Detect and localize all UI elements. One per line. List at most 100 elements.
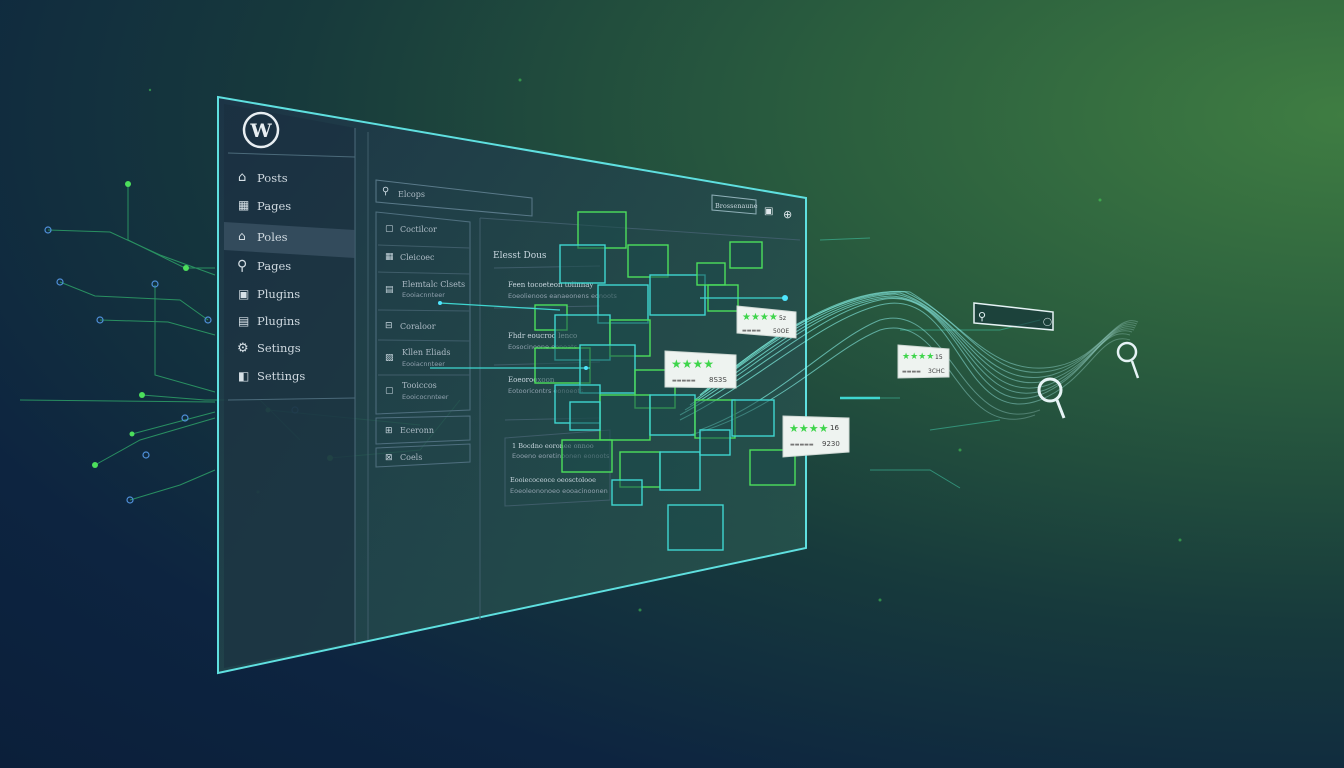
list-item[interactable]: Eoeorooxoon Eotooricontrs eonoeots xyxy=(508,376,584,395)
list-item[interactable]: Fhdr eoucroo lenco Eosocinoone eonoats xyxy=(508,332,578,351)
submenu-item[interactable]: ▢ Coctilcor xyxy=(385,224,437,234)
submenu-item[interactable]: ▢ Tooiccos Eooicocnnteer xyxy=(385,381,449,401)
svg-text:Elemtalc Clsets: Elemtalc Clsets xyxy=(402,280,465,289)
svg-text:Eotooricontrs eonoeots: Eotooricontrs eonoeots xyxy=(508,387,584,395)
magnifier-icon xyxy=(1037,377,1066,419)
svg-text:▬▬▬▬▬: ▬▬▬▬▬ xyxy=(790,442,814,448)
review-card[interactable]: ★★★★ 5z 50OE ▬▬▬▬ xyxy=(736,305,797,339)
search-icon: ⚲ xyxy=(978,310,986,323)
floating-search-bar[interactable]: ⚲ ◯ xyxy=(973,302,1054,331)
sidebar-item-label: Pages xyxy=(257,199,291,213)
svg-text:Eosocinoone eonoats: Eosocinoone eonoats xyxy=(508,343,578,351)
svg-text:Tooiccos: Tooiccos xyxy=(402,381,437,390)
star-rating: ★★★★ xyxy=(902,352,934,362)
sidebar-item-pages[interactable]: ▦ Pages xyxy=(238,198,291,213)
tag-icon: ⊠ xyxy=(385,453,393,463)
plugin-icon: ▣ xyxy=(238,287,249,301)
lock-icon[interactable]: ▣ xyxy=(764,206,773,217)
wordpress-small-icon[interactable]: ⊕ xyxy=(783,208,792,221)
svg-text:Coraloor: Coraloor xyxy=(400,322,436,331)
sidebar-item-label: Pages xyxy=(257,259,291,273)
sidebar-item-posts[interactable]: ⌂ Posts xyxy=(238,170,288,185)
svg-text:▬▬▬▬▬: ▬▬▬▬▬ xyxy=(672,378,696,384)
list-item[interactable]: Eooiecoceoce oeosctolooe Eoeoleononoeo e… xyxy=(510,476,608,495)
image-icon: ▤ xyxy=(385,285,394,295)
box-icon: ▢ xyxy=(385,224,394,234)
svg-text:5z: 5z xyxy=(779,315,786,322)
svg-text:Eooiecoceoce oeosctolooe: Eooiecoceoce oeosctolooe xyxy=(510,476,596,484)
sidebar-item-label: Setings xyxy=(257,341,301,355)
submenu-item[interactable]: ⊟ Coraloor xyxy=(385,321,436,331)
search-icon: ⚲ xyxy=(382,186,389,197)
svg-text:9230: 9230 xyxy=(822,440,840,448)
svg-text:Fhdr eoucroo lenco: Fhdr eoucroo lenco xyxy=(508,332,577,340)
layout-icon: ▤ xyxy=(238,314,249,328)
pin-icon: ⌂ xyxy=(238,170,246,185)
search-icon: ⚲ xyxy=(237,258,247,274)
star-rating: ★★★★ xyxy=(671,357,714,371)
svg-text:Coels: Coels xyxy=(400,453,422,462)
grid-icon: ▦ xyxy=(385,252,394,262)
svg-text:Eooeno eoretinoonen eonoots: Eooeno eoretinoonen eonoots xyxy=(512,452,610,460)
sidebar-item-plugins[interactable]: ▣ Plugins xyxy=(238,287,300,301)
svg-text:Cleicoec: Cleicoec xyxy=(400,253,435,262)
home-icon: ⌂ xyxy=(238,229,246,243)
search-input[interactable]: ⚲ Elcops xyxy=(382,186,425,199)
submenu-item[interactable]: ⊠ Coels xyxy=(385,453,422,463)
svg-text:15: 15 xyxy=(935,354,943,361)
sidebar-item-label: Poles xyxy=(257,230,288,244)
svg-text:Eoeoleononoeo eooacinoonen: Eoeoleononoeo eooacinoonen xyxy=(510,487,608,495)
submenu-item[interactable]: ⊞ Eceronn xyxy=(385,426,434,436)
svg-text:▬▬▬▬: ▬▬▬▬ xyxy=(742,328,761,334)
sidebar-item-poles[interactable]: ⌂ Poles xyxy=(238,229,288,244)
svg-text:50OE: 50OE xyxy=(773,328,789,335)
submenu-item[interactable]: ▦ Cleicoec xyxy=(385,252,435,262)
review-card[interactable]: ★★★★ 8S3S ▬▬▬▬▬ xyxy=(664,350,737,389)
svg-text:1 Bocdno eoronee onnoo: 1 Bocdno eoronee onnoo xyxy=(512,442,594,450)
svg-text:Feen tocoeteon tolinnay: Feen tocoeteon tolinnay xyxy=(508,281,593,289)
sidebar-item-label: Settings xyxy=(257,369,305,383)
list-item[interactable]: Feen tocoeteon tolinnay Eoeolienoos eana… xyxy=(508,281,618,300)
active-menu-highlight xyxy=(224,222,355,258)
svg-text:Eoeorooxoon: Eoeorooxoon xyxy=(508,376,555,384)
review-card[interactable]: ★★★★ 15 3CHC ▬▬▬▬ xyxy=(897,344,950,379)
submenu-list: ▢ Coctilcor ▦ Cleicoec ▤ Elemtalc Clsets… xyxy=(385,224,465,463)
svg-text:Eceronn: Eceronn xyxy=(400,426,434,435)
submenu-item[interactable]: ▧ Kllen Eliads Eooiacnnteer xyxy=(385,348,450,368)
list-item[interactable]: 1 Bocdno eoronee onnoo Eooeno eoretinoon… xyxy=(512,442,610,460)
svg-text:▬▬▬▬: ▬▬▬▬ xyxy=(902,369,921,375)
svg-text:Eoeolienoos eanaeonens eonoots: Eoeolienoos eanaeonens eonoots xyxy=(508,292,618,300)
layers-icon: ⊞ xyxy=(385,426,393,436)
settings-box-icon: ◧ xyxy=(238,369,249,383)
search-end-icon: ◯ xyxy=(1043,317,1052,326)
photo-icon: ▧ xyxy=(385,353,394,363)
svg-text:Eooiacnnteer: Eooiacnnteer xyxy=(402,291,445,299)
content-area: Elesst Dous Feen tocoeteon tolinnay Eoeo… xyxy=(493,251,618,495)
svg-text:W: W xyxy=(249,120,272,142)
cube-cluster xyxy=(534,211,796,551)
svg-text:3CHC: 3CHC xyxy=(928,368,945,375)
svg-text:Kllen Eliads: Kllen Eliads xyxy=(402,348,450,357)
sidebar-item-plugins-layout[interactable]: ▤ Plugins xyxy=(238,314,300,328)
sidebar-item-label: Posts xyxy=(257,171,288,185)
review-card[interactable]: ★★★★ 16 9230 ▬▬▬▬▬ xyxy=(782,415,850,458)
search-value: Elcops xyxy=(398,190,425,199)
content-heading: Elesst Dous xyxy=(493,251,547,261)
page-icon: ▢ xyxy=(385,386,394,396)
sidebar-item-label: Plugins xyxy=(257,314,300,328)
magnifier-icon xyxy=(1116,341,1140,379)
pages-icon: ▦ xyxy=(238,198,249,212)
sidebar-item-setings[interactable]: ⚙ Setings xyxy=(237,341,301,356)
submenu-item[interactable]: ▤ Elemtalc Clsets Eooiacnnteer xyxy=(385,280,465,299)
header-button[interactable]: Brossenaune xyxy=(715,202,758,210)
sidebar-item-pages-search[interactable]: ⚲ Pages xyxy=(237,258,291,274)
sidebar-item-settings[interactable]: ◧ Settings xyxy=(238,369,305,383)
sidebar-item-label: Plugins xyxy=(257,287,300,301)
star-rating: ★★★★ xyxy=(789,422,829,435)
star-rating: ★★★★ xyxy=(742,312,778,323)
wordpress-logo-icon: W xyxy=(242,111,280,149)
gear-icon: ⚙ xyxy=(237,341,249,356)
